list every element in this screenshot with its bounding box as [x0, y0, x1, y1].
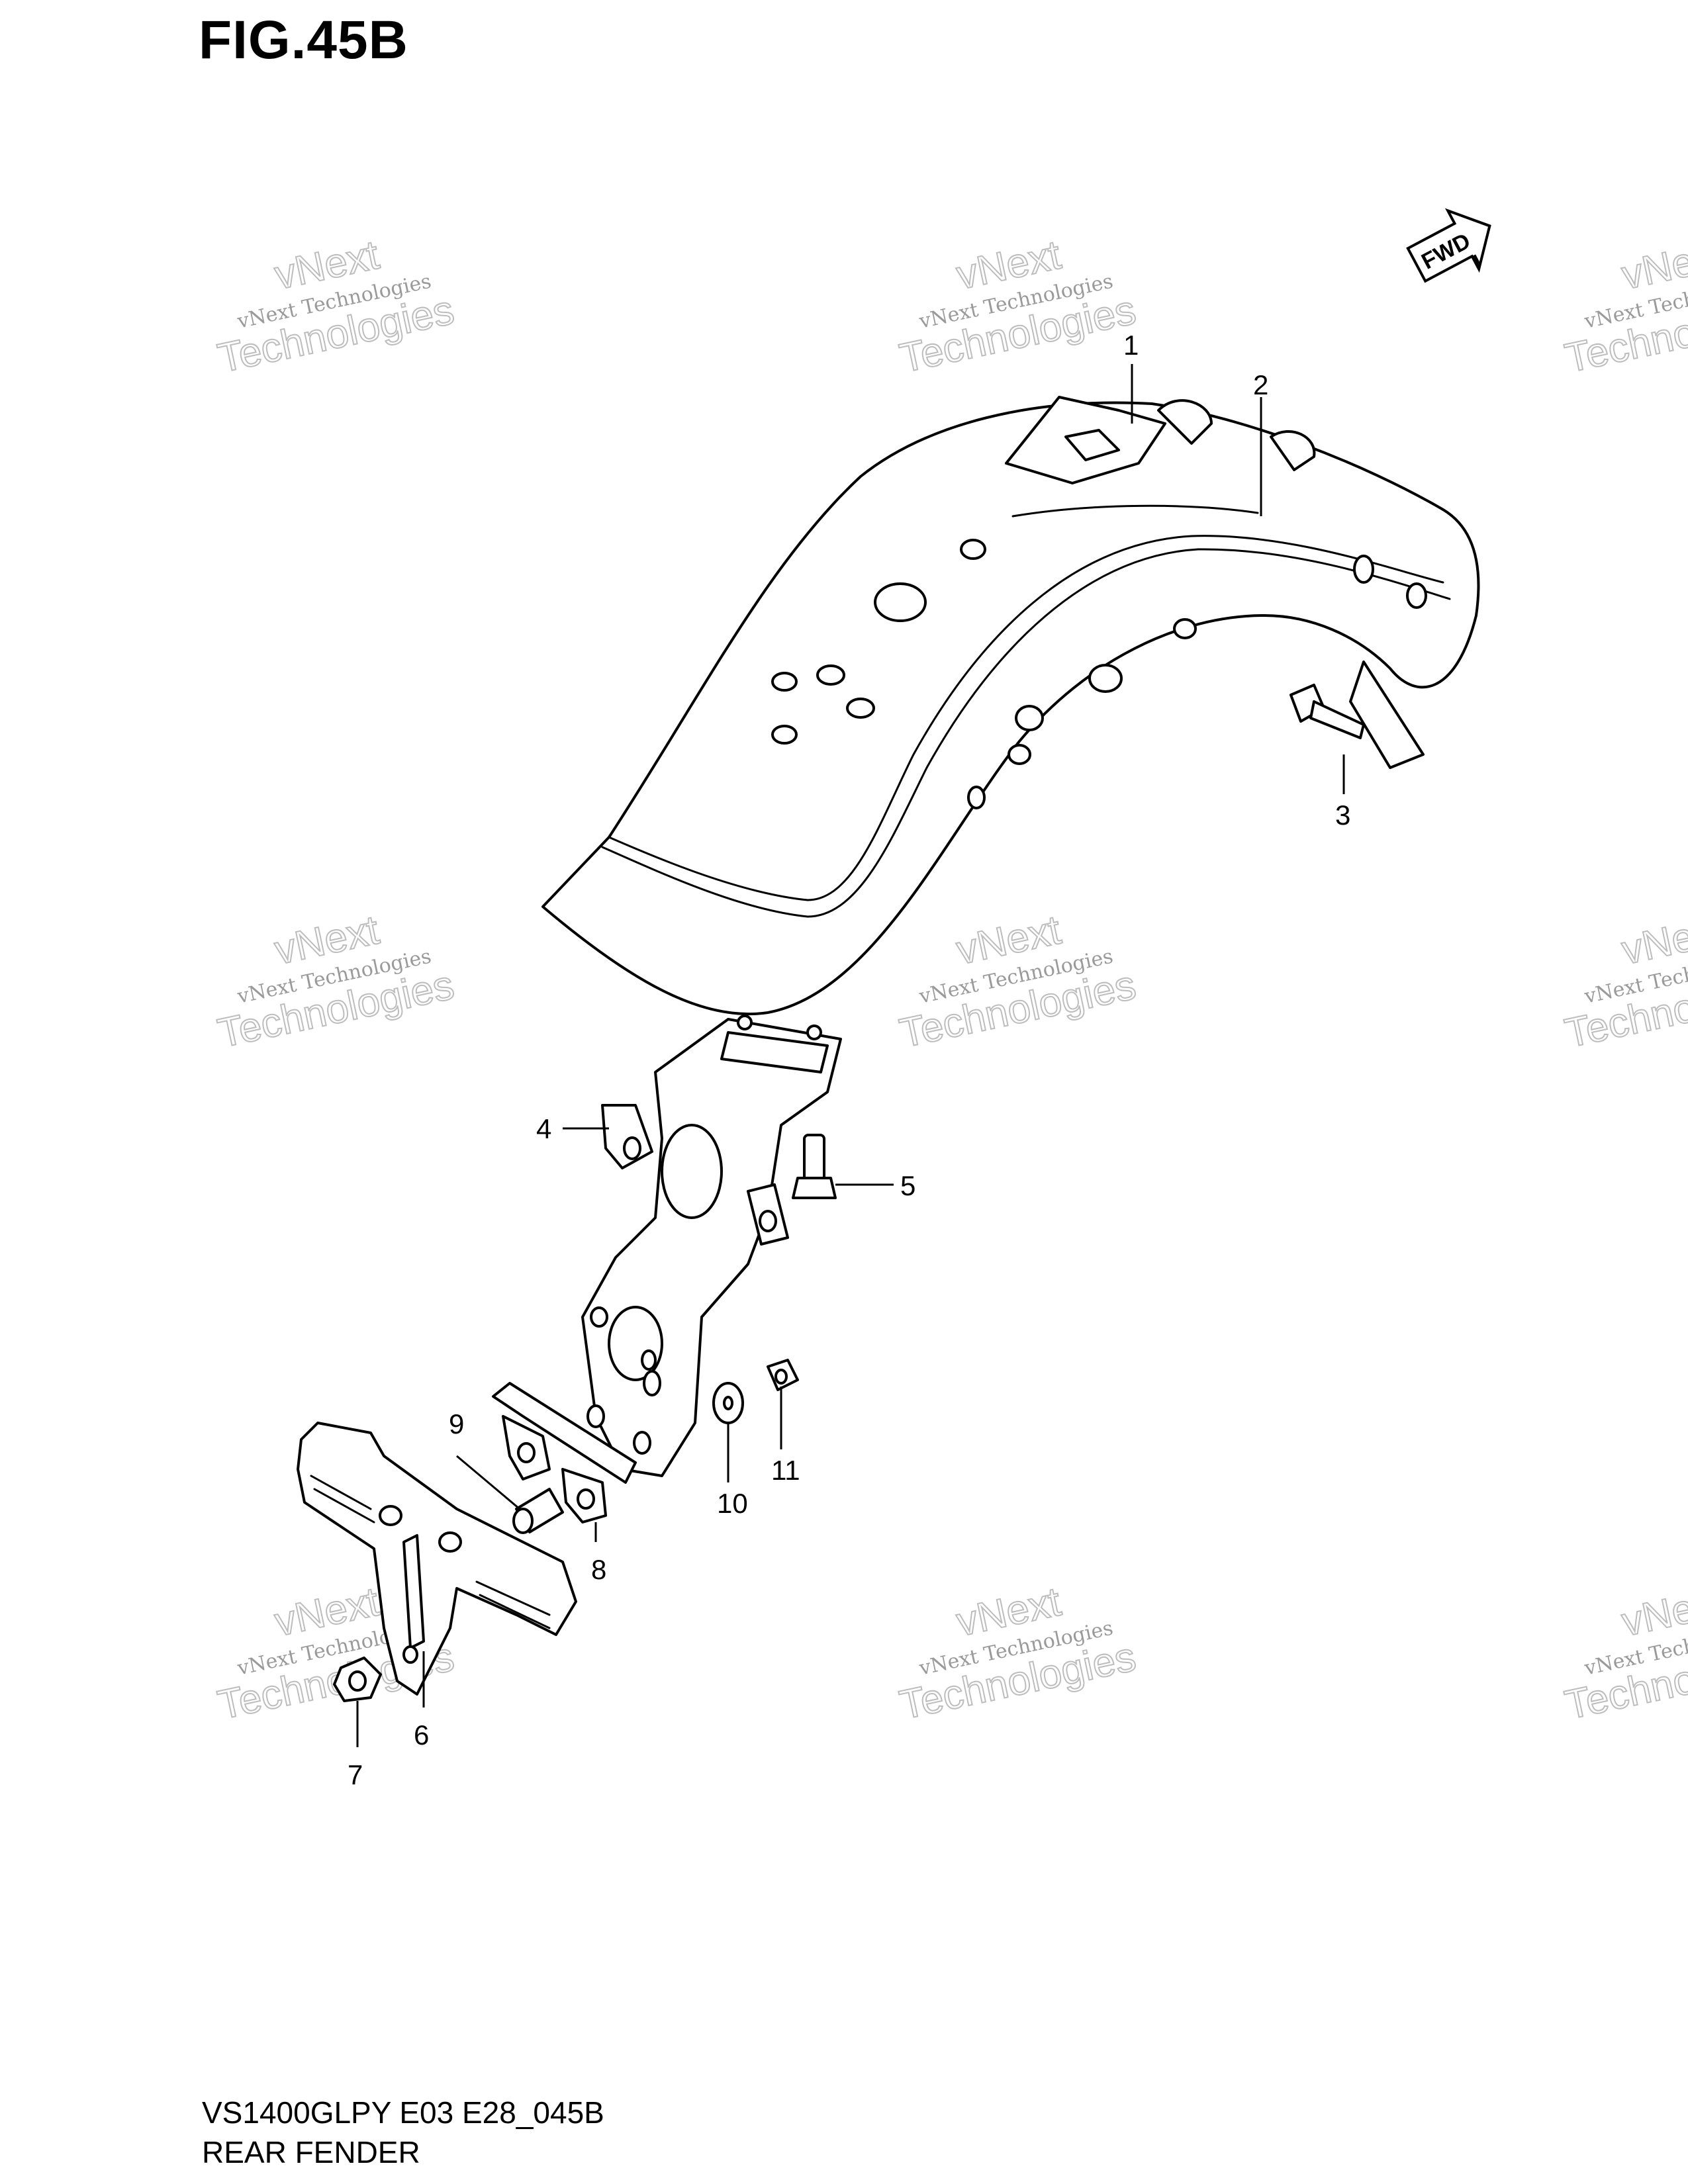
- callout-9: 9: [449, 1408, 464, 1439]
- washer-part: [712, 1382, 744, 1424]
- fwd-arrow-icon: FWD: [1406, 208, 1491, 283]
- callout-4: 4: [536, 1113, 551, 1144]
- license-bracket-part: [492, 1382, 637, 1524]
- callout-8: 8: [591, 1554, 606, 1585]
- section-name: REAR FENDER: [202, 2135, 420, 2169]
- watermark-big-top: vNext: [1618, 1579, 1688, 1645]
- bracket-bolt-part: [792, 1134, 837, 1199]
- callout-10: 10: [717, 1488, 748, 1519]
- collar-part: [512, 1488, 564, 1534]
- callout-1: 1: [1123, 330, 1139, 361]
- model-code: VS1400GLPY E03 E28_045B: [202, 2095, 604, 2130]
- callout-11: 11: [771, 1455, 800, 1486]
- nut-part: [767, 1359, 799, 1391]
- callout-3: 3: [1335, 799, 1350, 831]
- callout-5: 5: [900, 1170, 915, 1201]
- leader-lines: [356, 364, 1345, 1747]
- callout-7: 7: [348, 1759, 363, 1790]
- watermark-big-top: vNext: [1618, 232, 1688, 298]
- callout-2: 2: [1253, 369, 1268, 400]
- fender-brace-part: [581, 1015, 842, 1477]
- watermark-big-top: vNext: [1618, 907, 1688, 974]
- figure-title: FIG.45B: [199, 10, 408, 70]
- callout-6: 6: [414, 1719, 429, 1751]
- bolt-part: [1289, 684, 1365, 739]
- rear-fender-part: [541, 396, 1480, 1016]
- plate-nut-part: [333, 1657, 382, 1702]
- license-plate-bracket-part: [297, 1422, 577, 1696]
